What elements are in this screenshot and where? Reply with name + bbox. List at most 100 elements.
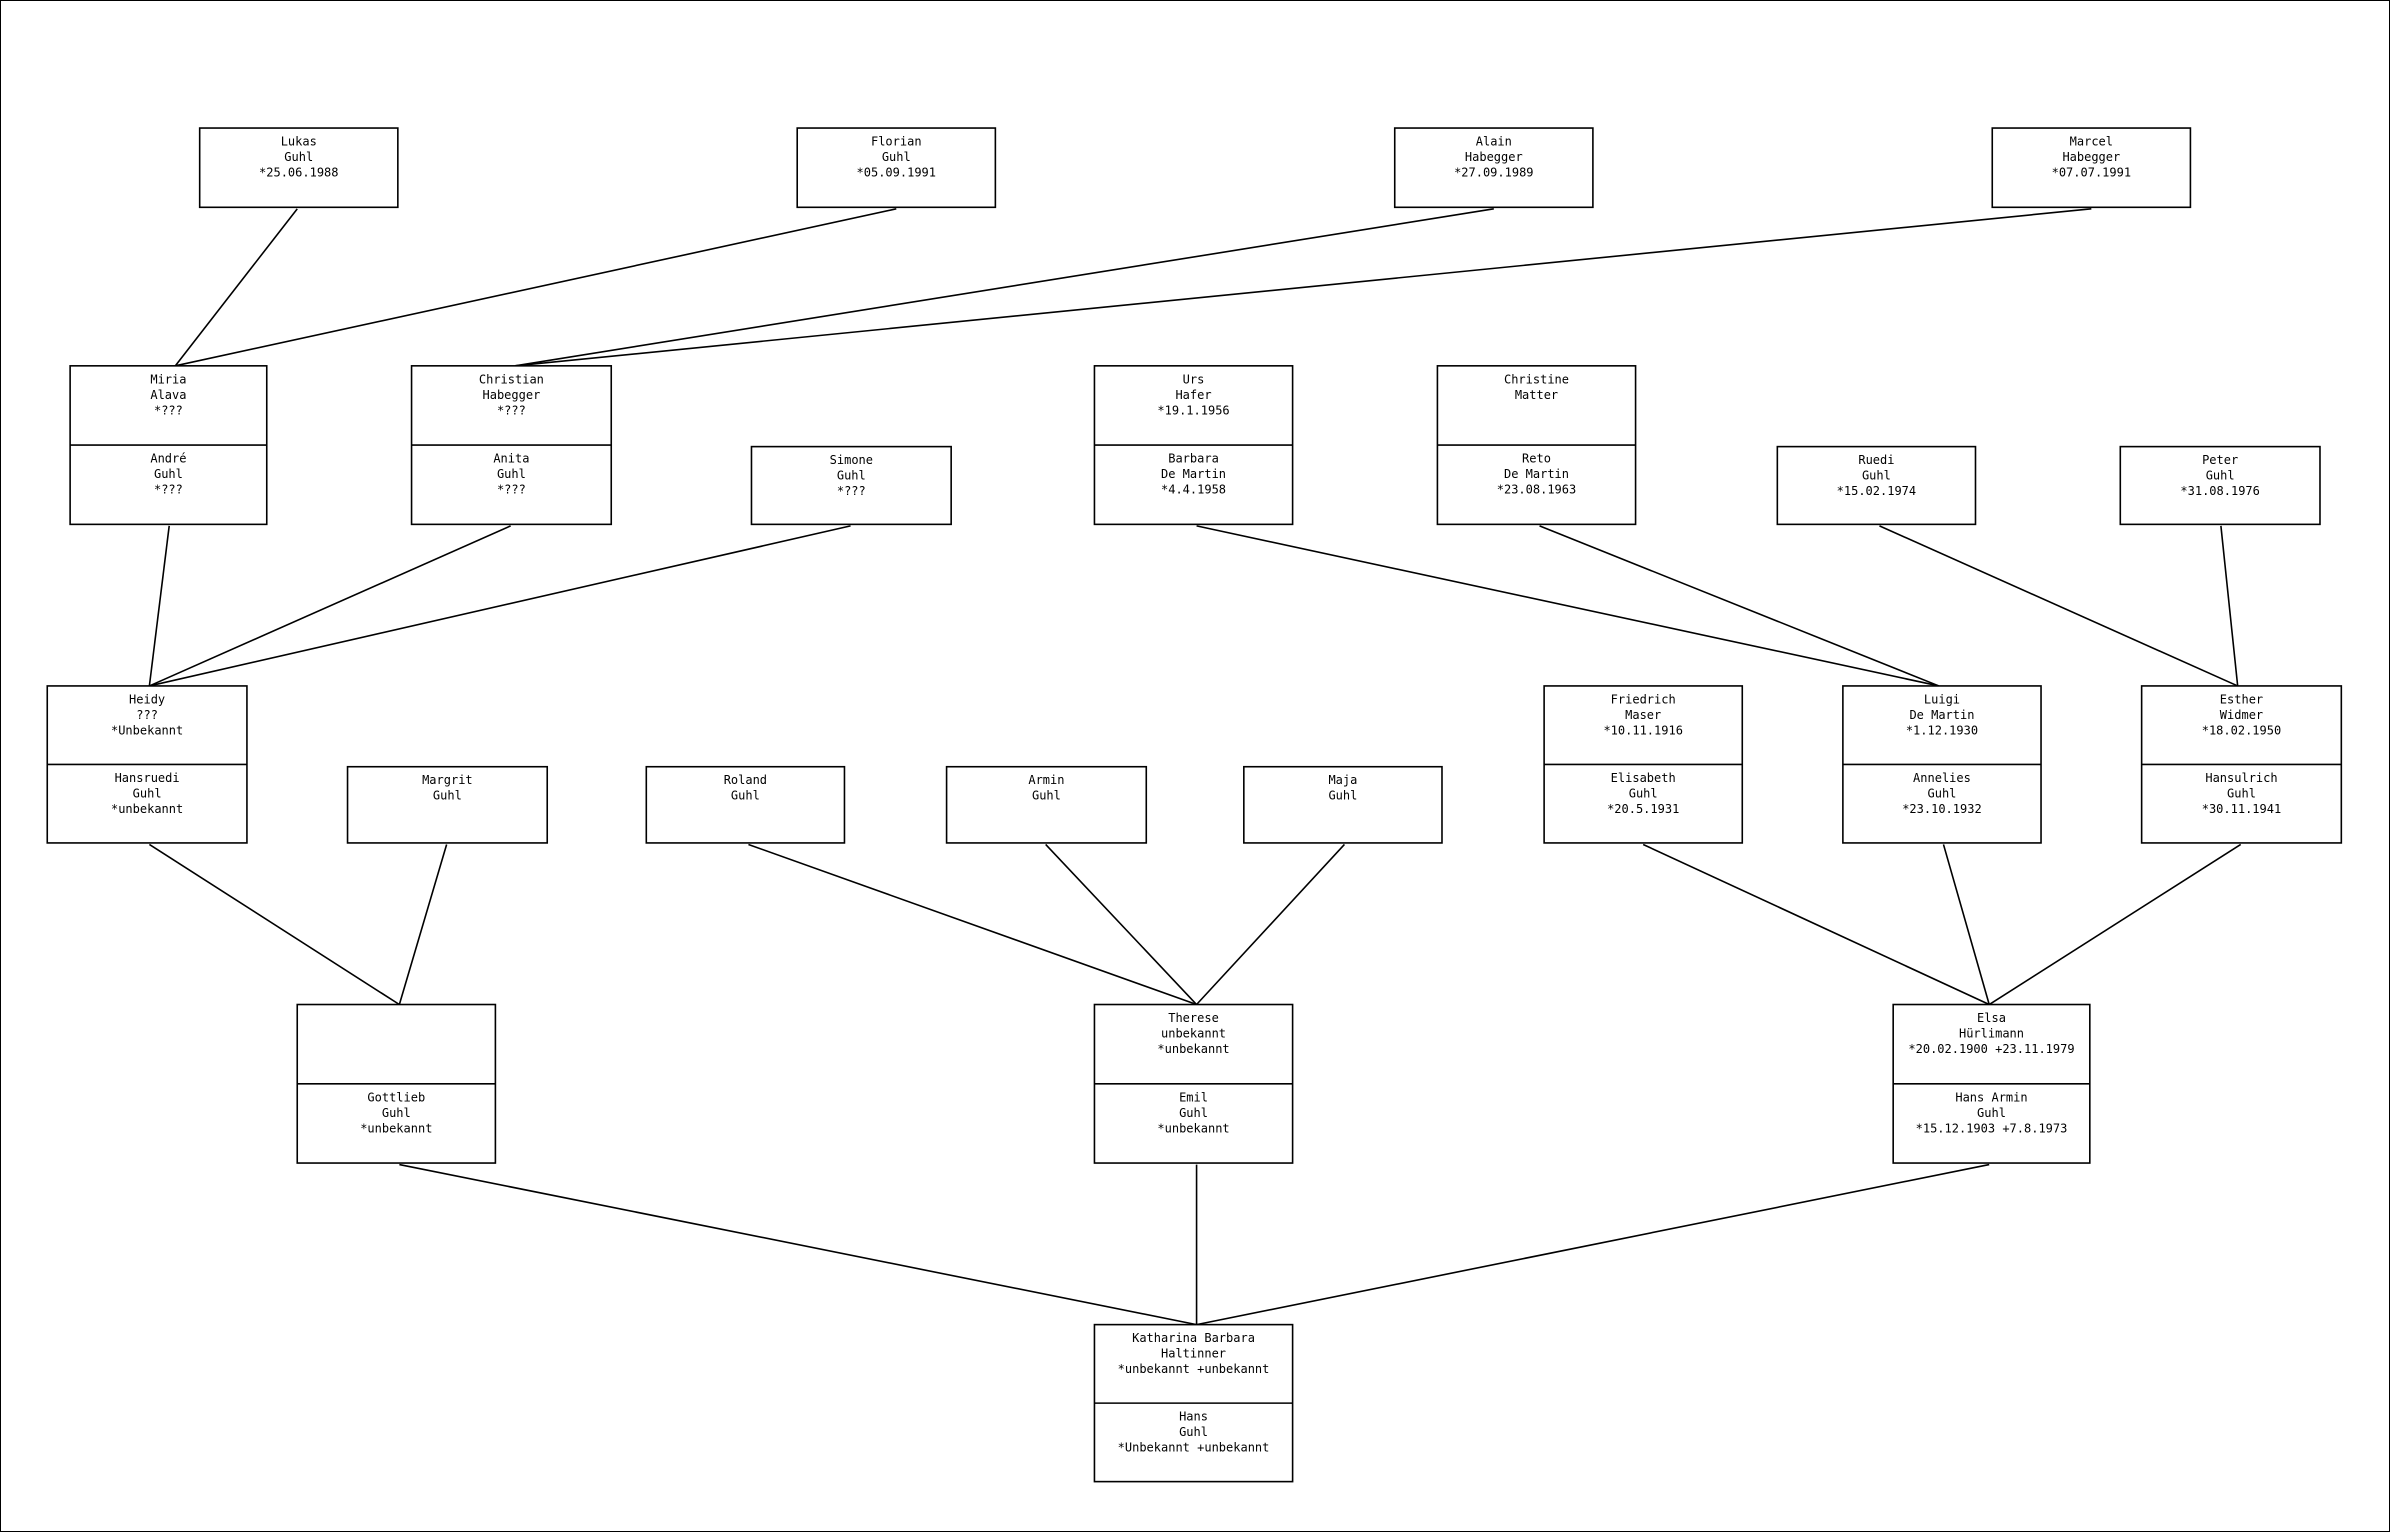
person-dates: *unbekannt (1157, 1042, 1229, 1056)
person-first-name: Esther (2220, 692, 2263, 706)
connector-line (1195, 843, 1346, 1006)
person-last-name: Guhl (433, 789, 462, 803)
person-box-frame (198, 127, 399, 209)
person-dates: *??? (154, 403, 183, 417)
person-box-frame (796, 127, 997, 209)
connector-line (1196, 1163, 1990, 1326)
person-dates: *30.11.1941 (2202, 802, 2281, 816)
person-first-name: André (150, 452, 186, 466)
person-first-name: Peter (2202, 453, 2238, 467)
person-dates: *15.02.1974 (1837, 484, 1916, 498)
person-last-name: Guhl (2206, 469, 2235, 483)
person-box-frame (1776, 445, 1977, 526)
person-last-name: Guhl (133, 786, 162, 800)
person-first-name: Therese (1168, 1011, 1219, 1025)
person-box-frame (945, 765, 1148, 844)
box-friedrich-elisabeth[interactable]: FriedrichMaser*10.11.1916ElisabethGuhl*2… (1543, 685, 1744, 844)
person-box-frame (750, 445, 952, 526)
person-last-name: Guhl (1862, 469, 1891, 483)
person-dates: *20.5.1931 (1607, 802, 1679, 816)
person-box-frame (645, 765, 846, 844)
connector-line (1196, 525, 1940, 687)
connector-line (149, 525, 511, 687)
person-box-frame (1393, 127, 1594, 209)
connector-line (515, 208, 2092, 367)
person-first-name: Maja (1328, 773, 1357, 787)
person-dates: *10.11.1916 (1603, 723, 1682, 737)
connector-line (174, 208, 298, 367)
person-last-name: Guhl (731, 789, 760, 803)
person-last-name: Widmer (2220, 708, 2263, 722)
person-dates: *Unbekannt (111, 723, 183, 737)
person-first-name: Emil (1179, 1090, 1208, 1104)
person-last-name: Guhl (1328, 789, 1357, 803)
person-last-name: Guhl (1032, 789, 1061, 803)
person-first-name: Annelies (1913, 771, 1971, 785)
person-first-name: Hans (1179, 1410, 1208, 1424)
person-first-name: Lukas (281, 135, 317, 149)
person-first-name: Elsa (1977, 1011, 2006, 1025)
box-esther-hansulrich[interactable]: EstherWidmer*18.02.1950HansulrichGuhl*30… (2140, 685, 2343, 844)
person-box-frame (2119, 445, 2321, 526)
person-last-name: Guhl (284, 150, 313, 164)
person-dates: *27.09.1989 (1454, 166, 1533, 180)
person-box-frame (346, 765, 549, 844)
connector-line (1045, 843, 1198, 1006)
person-last-name: De Martin (1504, 467, 1569, 481)
person-first-name: Heidy (129, 692, 165, 706)
box-therese-emil[interactable]: Thereseunbekannt*unbekanntEmilGuhl*unbek… (1093, 1003, 1294, 1164)
person-first-name: Anita (493, 452, 529, 466)
person-first-name: Barbara (1168, 452, 1219, 466)
person-last-name: Guhl (1977, 1106, 2006, 1120)
person-dates: *unbekannt (1157, 1121, 1229, 1135)
person-dates: *07.07.1991 (2052, 166, 2131, 180)
person-dates: *18.02.1950 (2202, 723, 2281, 737)
box-heidy-hansruedi[interactable]: Heidy???*UnbekanntHansruediGuhl*unbekann… (46, 685, 248, 844)
person-dates: *1.12.1930 (1906, 723, 1978, 737)
person-first-name: Hansulrich (2205, 771, 2277, 785)
connector-line (748, 843, 1197, 1006)
person-last-name: De Martin (1161, 467, 1226, 481)
person-first-name: Gottlieb (367, 1090, 425, 1104)
person-first-name: Simone (830, 453, 873, 467)
person-last-name: ??? (136, 708, 158, 722)
person-last-name: Haltinner (1161, 1347, 1226, 1361)
connector-line (1988, 843, 2242, 1006)
person-box-frame (1243, 765, 1443, 844)
person-last-name: Guhl (497, 467, 526, 481)
person-last-name: Guhl (154, 467, 183, 481)
person-first-name: Luigi (1924, 692, 1960, 706)
person-last-name: Guhl (1179, 1106, 1208, 1120)
person-first-name: Katharina Barbara (1132, 1331, 1255, 1345)
person-first-name: Hans Armin (1955, 1090, 2027, 1104)
connector-line (149, 525, 851, 687)
person-last-name: Guhl (837, 469, 866, 483)
connector-line (148, 843, 400, 1006)
person-dates: *23.10.1932 (1902, 802, 1981, 816)
person-first-name: Hansruedi (115, 771, 180, 785)
person-first-name: Marcel (2070, 135, 2113, 149)
person-last-name: Guhl (1928, 786, 1957, 800)
person-dates: *??? (154, 483, 183, 497)
connector-line (1539, 525, 1940, 687)
